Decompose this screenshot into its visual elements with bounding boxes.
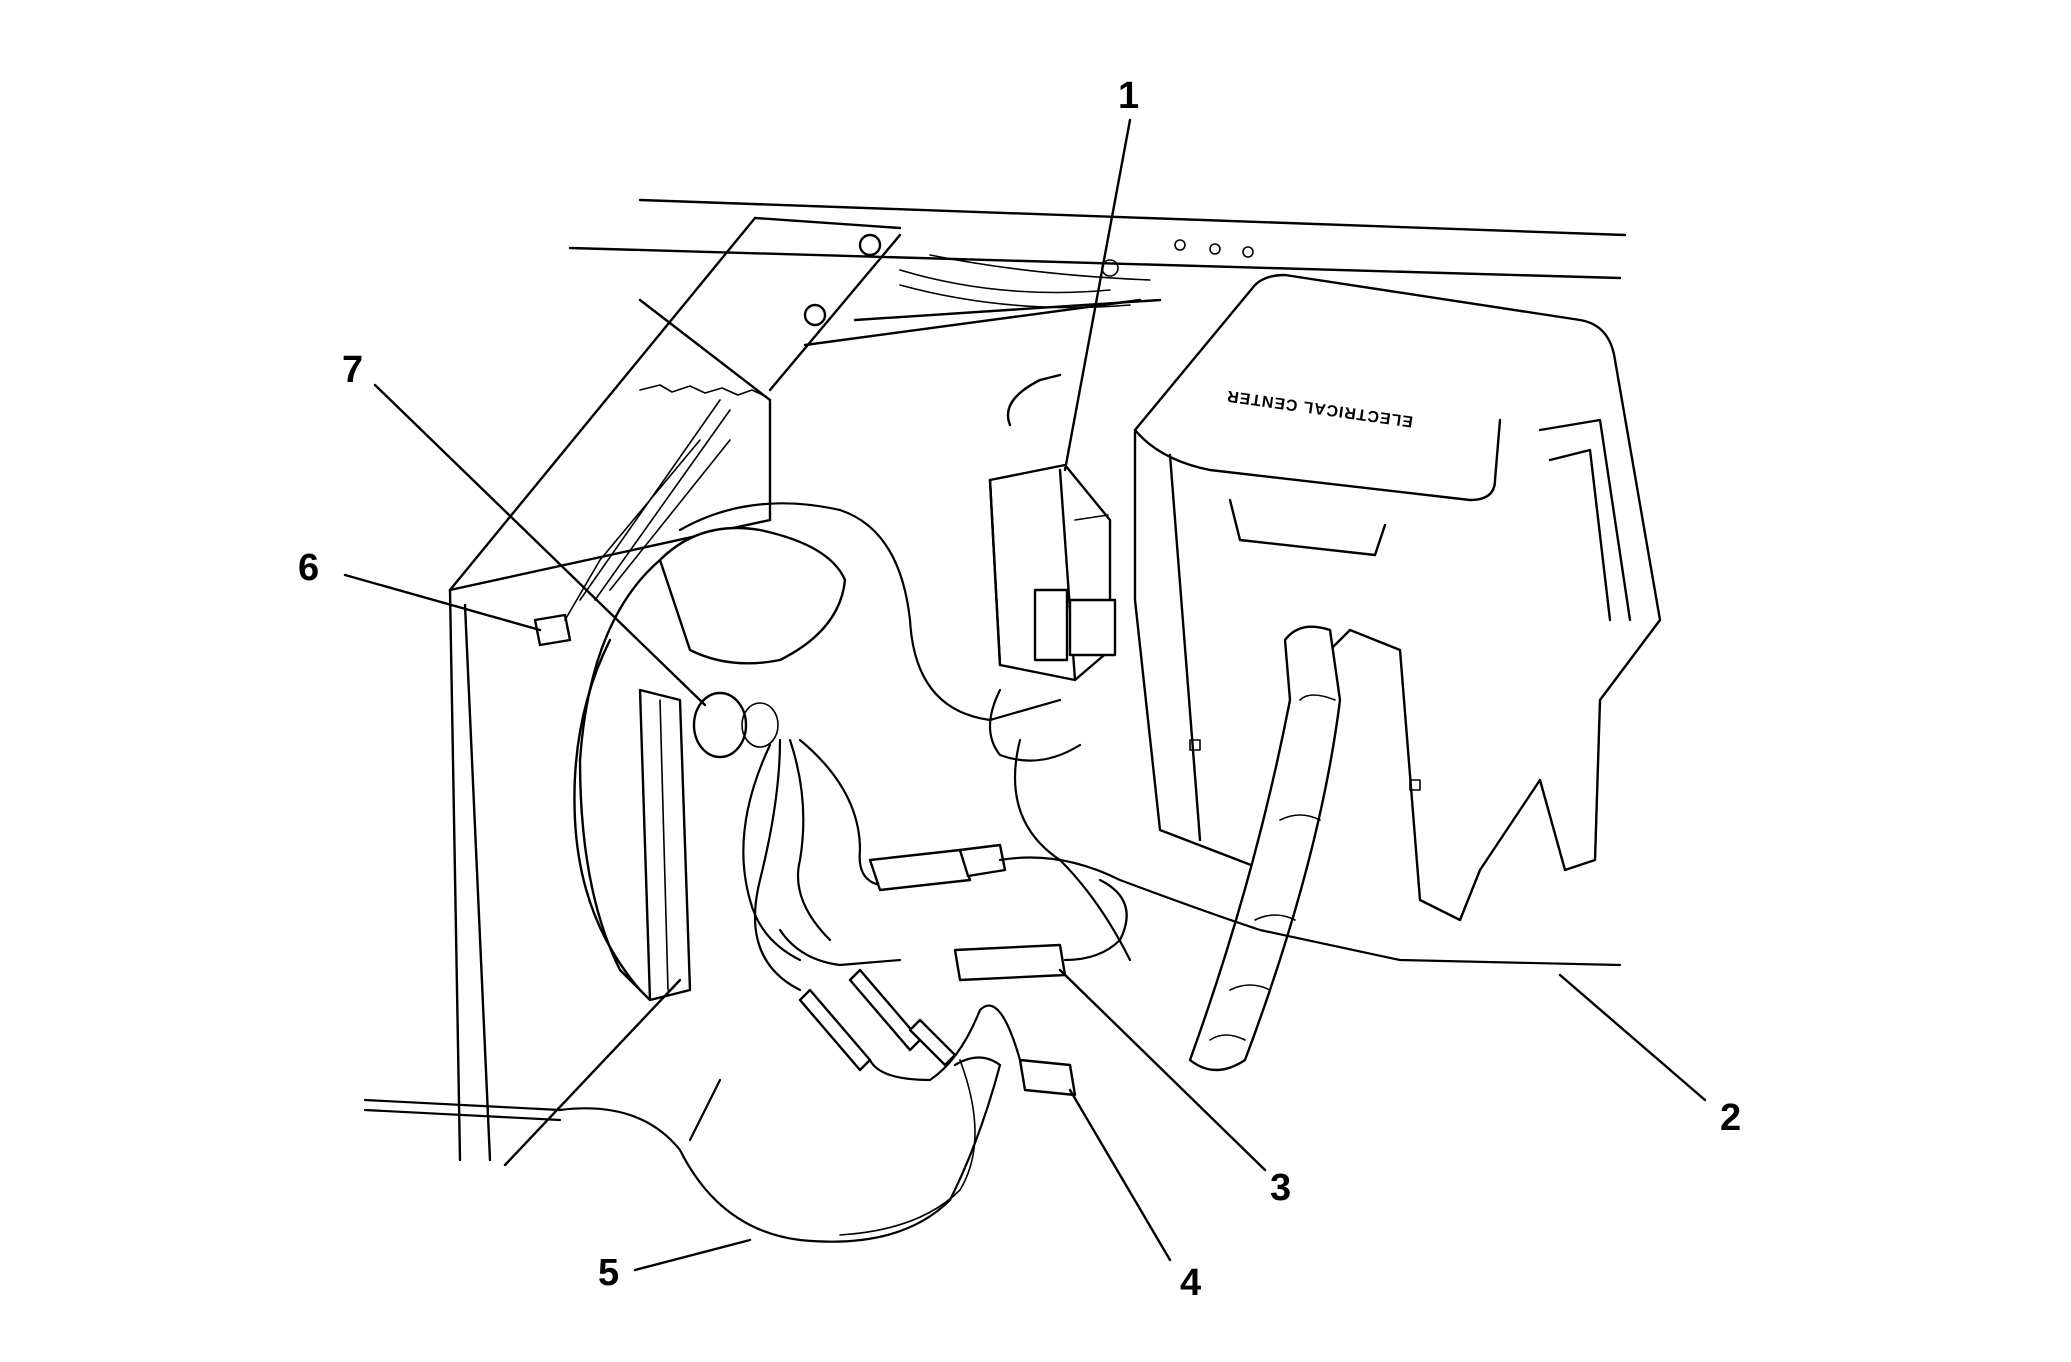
leader-5: [633, 1238, 752, 1272]
leader-4: [1068, 1088, 1172, 1262]
callout-2: 2: [1720, 1097, 1741, 1139]
callout-3: 3: [1270, 1167, 1291, 1209]
headlamp-housing: [573, 526, 847, 1002]
callout-leaders: [343, 118, 1707, 1272]
leader-2: [1558, 973, 1707, 1102]
callout-7: 7: [342, 349, 363, 391]
leader-7: [373, 383, 707, 707]
leader-6: [343, 573, 542, 632]
callout-5: 5: [598, 1252, 619, 1294]
leader-1: [1063, 118, 1132, 472]
callout-6: 6: [298, 547, 319, 589]
callout-1: 1: [1118, 75, 1139, 117]
callout-4: 4: [1180, 1262, 1201, 1304]
harness-hose: [1188, 625, 1342, 1072]
wiring-harness: [363, 439, 1622, 1243]
electrical-center-box: ELECTRICAL CENTER: [1133, 273, 1662, 922]
leader-3: [1058, 968, 1267, 1172]
body-panel: [448, 198, 1627, 1167]
relay-connector: [988, 373, 1117, 682]
callout-labels: 1 2 3 4 5 6 7: [298, 75, 1741, 1304]
